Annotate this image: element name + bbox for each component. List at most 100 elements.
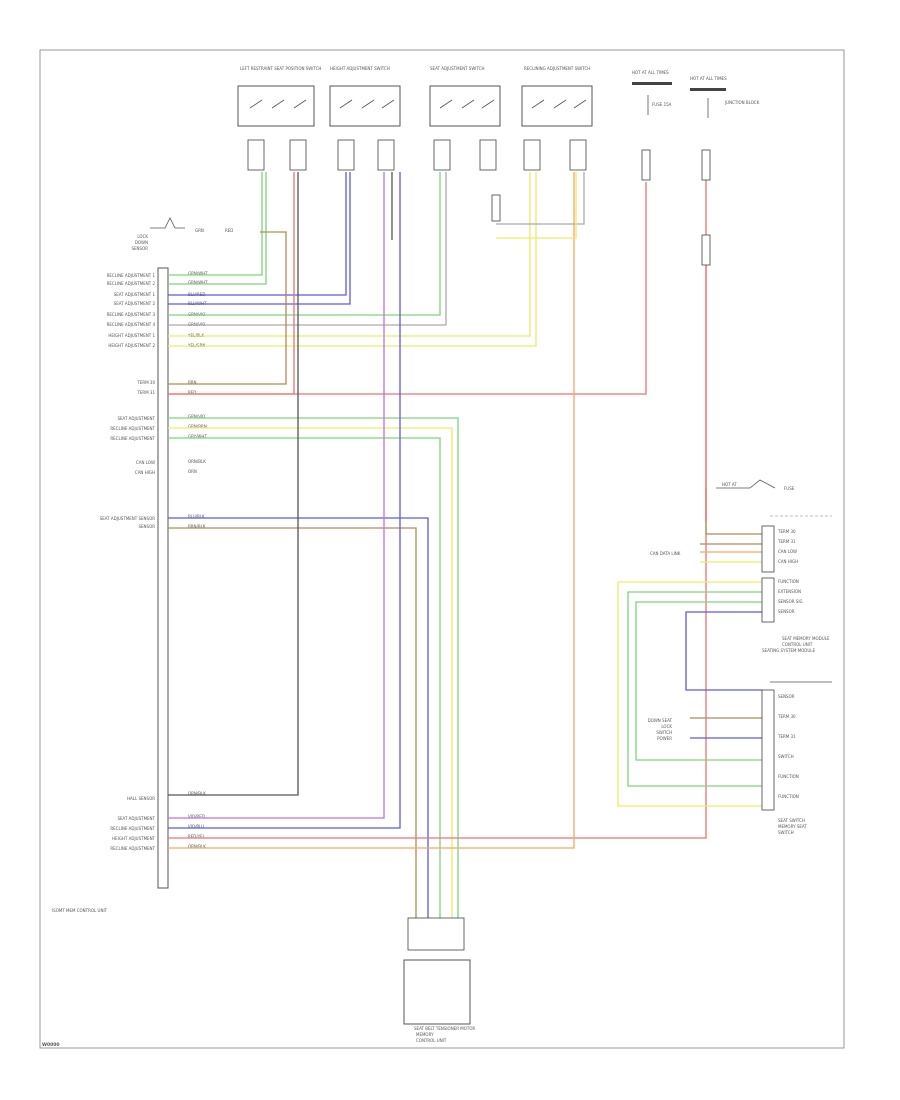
switch-3-box <box>429 85 501 127</box>
wire-trace-yellow <box>617 581 762 807</box>
fuse-label-1: HOT AT ALL TIMES <box>632 70 669 75</box>
wire-trace-violet <box>168 172 385 819</box>
wire-label: ORN/BLK <box>188 844 206 849</box>
svg-text:MEMORY SEAT: MEMORY SEAT <box>778 824 807 829</box>
wire-label: GRN/VIO <box>188 414 205 419</box>
wire-label: VIO/RED <box>188 814 205 819</box>
wire-trace-brown <box>168 231 287 385</box>
svg-text:HOT AT: HOT AT <box>722 482 737 487</box>
wire-label: GRY/WHT <box>188 434 207 439</box>
wire-label: GRN/WHT <box>188 280 208 285</box>
wire-trace-green <box>168 172 441 316</box>
svg-text:SWITCH: SWITCH <box>656 730 672 735</box>
left-label: RECLINE ADJUSTMENT <box>110 436 155 441</box>
wire-label: GRN/BRN <box>188 424 207 429</box>
right-label: SENSOR SIG <box>778 599 803 604</box>
wire-trace-blue <box>168 172 347 296</box>
wire-trace-gray <box>168 172 447 326</box>
wire-label: GRN/WHT <box>188 271 208 276</box>
switch-group: LEFT RESTRAINT SEAT POSITION SWITCH HEIG… <box>237 66 593 127</box>
right-label: CAN LOW <box>778 549 797 554</box>
control-unit-connector <box>157 267 169 889</box>
left-label: HEIGHT ADJUSTMENT <box>112 836 155 841</box>
switch-4-box <box>521 85 593 127</box>
wire-trace-brown <box>705 488 762 535</box>
can-label: CAN DATA LINK <box>650 551 681 556</box>
right-label: FUNCTION <box>778 794 799 799</box>
switch-pin-group <box>247 139 711 266</box>
wire-label-group: GRN/WHT GRN/WHT BLU/RED BLU/WHT GRN/VIO … <box>187 271 208 849</box>
svg-text:SWITCH: SWITCH <box>778 830 794 835</box>
wire-label: BLU/BLK <box>188 514 205 519</box>
svg-text:GRN: GRN <box>195 228 204 233</box>
left-label: RECLINE ADJUSTMENT <box>110 426 155 431</box>
wire-trace-blue <box>685 611 762 691</box>
svg-text:SENSOR: SENSOR <box>131 246 148 251</box>
right-label: SWITCH <box>778 754 794 759</box>
fuse-text: FUSE 15A <box>652 102 672 107</box>
fuse-2-bar <box>690 88 726 91</box>
left-label-group: RECLINE ADJUSTMENT 1 RECLINE ADJUSTMENT … <box>100 273 156 851</box>
left-label: HEIGHT ADJUSTMENT 2 <box>108 343 155 348</box>
right-label: SENSOR <box>778 694 795 699</box>
wire-trace-green <box>168 417 459 928</box>
wire-trace-green <box>168 172 263 276</box>
left-label: SEAT ADJUSTMENT SENSOR <box>100 516 156 521</box>
bottom-component: SEAT BELT TENSIONER MOTOR MEMORY CONTROL… <box>403 917 475 1043</box>
left-label: RECLINE ADJUSTMENT 1 <box>107 273 156 278</box>
left-label: SEAT ADJUSTMENT <box>117 416 155 421</box>
left-label: SEAT ADJUSTMENT <box>117 816 155 821</box>
left-label: HEIGHT ADJUSTMENT 1 <box>108 333 155 338</box>
wire-trace-red <box>168 172 295 395</box>
wire-label: BRN/BLK <box>188 524 206 529</box>
wire-trace-yellow <box>168 172 531 337</box>
switch-2-label: HEIGHT ADJUSTMENT SWITCH <box>330 66 390 71</box>
left-label: RECLINE ADJUSTMENT 4 <box>107 322 156 327</box>
left-label: SENSOR <box>138 524 155 529</box>
switch-1-label: LEFT RESTRAINT SEAT POSITION SWITCH <box>240 66 321 71</box>
svg-text:MEMORY: MEMORY <box>416 1032 434 1037</box>
wire-label: ORN <box>188 469 197 474</box>
wire-label: BRN <box>188 380 197 385</box>
wire-trace-blue <box>168 517 429 928</box>
diagram-frame <box>39 49 845 1049</box>
right-label: FUNCTION <box>778 579 799 584</box>
wire-label: ORN/BLK <box>188 791 206 796</box>
wire-label: ORN/BLK <box>188 459 206 464</box>
right-label: TERM 30 <box>777 714 796 719</box>
left-label: SEAT ADJUSTMENT 2 <box>114 301 156 306</box>
wire-trace-black <box>168 172 299 796</box>
right-label: TERM 31 <box>777 734 796 739</box>
left-label: CAN HIGH <box>135 470 155 475</box>
wire-trace-red <box>168 172 707 839</box>
right-block: HOT AT FUSE TERM 30 TERM 31 CAN LOW CAN … <box>648 479 832 835</box>
left-label: SEAT ADJUSTMENT 1 <box>114 292 156 297</box>
wire-trace-green <box>635 601 762 761</box>
svg-text:RED: RED <box>225 228 233 233</box>
left-label: RECLINE ADJUSTMENT 2 <box>107 281 156 286</box>
svg-text:CONTROL UNIT: CONTROL UNIT <box>416 1038 447 1043</box>
wire-trace-brown <box>168 527 417 928</box>
switch-1-contact <box>249 99 307 109</box>
svg-text:LOCK: LOCK <box>661 724 672 729</box>
fuse-group: HOT AT ALL TIMES HOT AT ALL TIMES FUSE 1… <box>632 70 760 118</box>
wire-trace-yellow <box>168 427 453 928</box>
wire-trace-blue <box>168 172 401 829</box>
right-label: SENSOR <box>778 609 795 614</box>
wire-trace-yellow <box>168 172 537 347</box>
wire-trace-green <box>168 437 441 928</box>
switch-4-contact <box>531 99 587 109</box>
switch-3-label: SEAT ADJUSTMENT SWITCH <box>430 66 484 71</box>
switch-2-box <box>329 85 401 127</box>
right-label: TERM 30 <box>777 529 796 534</box>
right-label: CAN HIGH <box>778 559 798 564</box>
wire-trace-yellow <box>496 172 577 239</box>
wire-trace-blue <box>168 172 351 305</box>
left-label: TERM 30 <box>136 380 155 385</box>
wire-label: RED <box>188 390 196 395</box>
switch-4-label: RECLINING ADJUSTMENT SWITCH <box>524 66 590 71</box>
wire-trace-green <box>168 172 267 285</box>
top-left-component: LOCK DOWN SENSOR GRN RED <box>131 217 233 251</box>
right-label: FUNCTION <box>778 774 799 779</box>
